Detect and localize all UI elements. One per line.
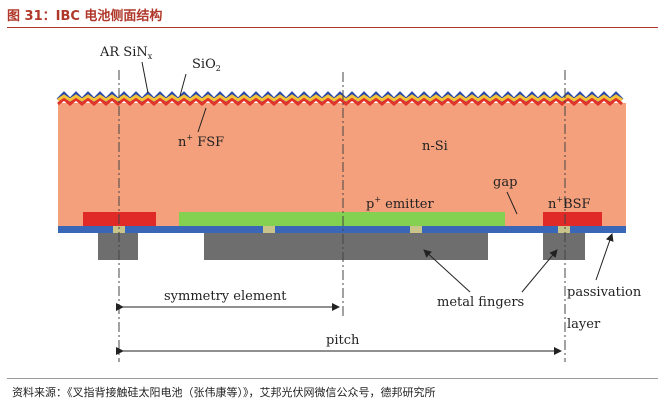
passivation-label: passivation	[567, 285, 642, 300]
source-divider	[7, 378, 658, 379]
metal-finger-center	[204, 233, 488, 260]
source-note: 资料来源：《叉指背接触硅太阳电池（张伟康等）》，艾邦光伏网微信公众号，德邦研究所	[12, 386, 436, 399]
sio2-label: SiO2	[192, 57, 221, 73]
title-divider	[7, 27, 658, 28]
n-si-label: n-Si	[422, 139, 448, 154]
n-bsf-label: n+BSF	[548, 195, 591, 212]
gap-label: gap	[493, 175, 517, 190]
n-fsf-leader	[197, 107, 207, 133]
contact-opening	[558, 226, 570, 233]
pitch-label: pitch	[326, 333, 360, 348]
metal-fingers-leader-a	[423, 249, 471, 293]
contact-opening	[113, 226, 125, 233]
layer-label: layer	[567, 317, 601, 332]
p-emitter-region	[179, 212, 505, 226]
passivation-layer	[58, 226, 626, 233]
metal-finger-right	[543, 233, 585, 260]
ar-sin-label: AR SiNx	[99, 45, 153, 61]
passivation-leader	[595, 233, 614, 281]
n-fsf-label: n+ FSF	[178, 133, 224, 150]
metal-fingers-leader-b	[521, 249, 558, 293]
symmetry-element-label: symmetry element	[164, 289, 287, 304]
p-emitter-label: p+ emitter	[366, 195, 434, 212]
gap-leader	[506, 191, 518, 215]
contact-opening	[410, 226, 422, 233]
figure-title: 图 31：IBC 电池侧面结构	[7, 9, 163, 24]
contact-opening	[263, 226, 275, 233]
n-si-bulk	[58, 103, 626, 228]
metal-fingers-label: metal fingers	[437, 295, 524, 310]
ar-sin-leader	[141, 61, 149, 94]
sio2-layer	[57, 94, 623, 102]
metal-finger-left	[98, 233, 138, 260]
n-bsf-region-right	[543, 212, 602, 226]
sio2-leader	[179, 73, 187, 97]
n-fsf-layer	[57, 97, 623, 106]
